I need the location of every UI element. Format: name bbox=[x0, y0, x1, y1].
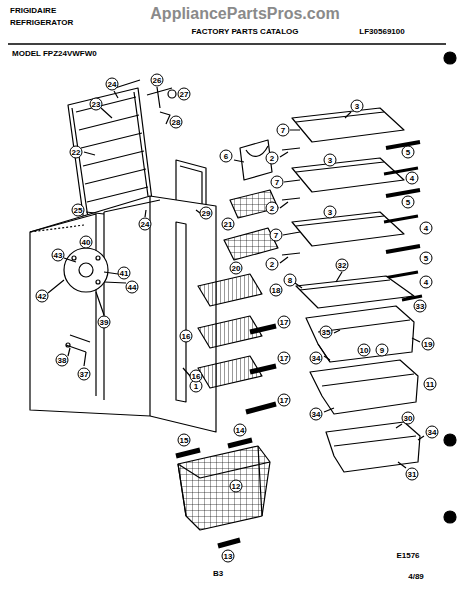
footer-note: E1576 bbox=[396, 552, 419, 560]
callout-number: 24 bbox=[106, 78, 119, 91]
callout-number: 2 bbox=[266, 152, 279, 165]
callout-number: 25 bbox=[72, 204, 85, 217]
callout-number: 22 bbox=[70, 146, 83, 159]
callout-number: 5 bbox=[402, 146, 415, 159]
callout-number: 14 bbox=[234, 424, 247, 437]
header-text: REFRIGERATOR bbox=[10, 19, 73, 27]
callout-number: 2 bbox=[266, 202, 279, 215]
callout-number: 9 bbox=[376, 344, 389, 357]
callout-number: 3 bbox=[324, 206, 337, 219]
callout-number: 23 bbox=[90, 98, 103, 111]
callout-number: 35 bbox=[320, 326, 333, 339]
callout-number: 7 bbox=[271, 176, 284, 189]
callout-number: 4 bbox=[420, 276, 433, 289]
footer-note: B3 bbox=[213, 570, 223, 578]
callout-number: 43 bbox=[52, 249, 65, 262]
callout-number: 10 bbox=[358, 344, 371, 357]
callout-number: 31 bbox=[406, 468, 419, 481]
callout-number: 39 bbox=[98, 316, 111, 329]
callout-number: 19 bbox=[422, 338, 435, 351]
callout-number: 42 bbox=[36, 290, 49, 303]
footer-note: 4/89 bbox=[408, 573, 424, 581]
callout-number: 5 bbox=[420, 252, 433, 265]
callout-number: 12 bbox=[230, 480, 243, 493]
callout-number: 4 bbox=[420, 222, 433, 235]
callout-number: 28 bbox=[170, 116, 183, 129]
callout-number: 7 bbox=[277, 124, 290, 137]
callout-number: 27 bbox=[178, 88, 191, 101]
watermark: AppliancePartsPros.com bbox=[150, 6, 339, 22]
callout-number: 33 bbox=[414, 300, 427, 313]
callout-number: 8 bbox=[284, 274, 297, 287]
callout-number: 17 bbox=[278, 394, 291, 407]
callout-number: 32 bbox=[336, 259, 349, 272]
callout-number: 21 bbox=[222, 218, 235, 231]
callout-number: 34 bbox=[426, 426, 439, 439]
callout-number: 17 bbox=[278, 352, 291, 365]
callout-number: 41 bbox=[118, 267, 131, 280]
callout-number: 5 bbox=[402, 196, 415, 209]
callout-number: 26 bbox=[151, 74, 164, 87]
callout-number: 15 bbox=[178, 434, 191, 447]
callout-number: 38 bbox=[56, 354, 69, 367]
callout-number: 20 bbox=[230, 262, 243, 275]
callout-number: 29 bbox=[200, 207, 213, 220]
callout-number: 3 bbox=[324, 154, 337, 167]
header-text: MODEL FPZ24VWFW0 bbox=[12, 50, 97, 58]
callout-number: 34 bbox=[310, 352, 323, 365]
callout-number: 3 bbox=[351, 100, 364, 113]
callout-number: 16 bbox=[190, 370, 203, 383]
callout-number: 44 bbox=[126, 281, 139, 294]
callout-number: 4 bbox=[406, 172, 419, 185]
callout-number: 37 bbox=[78, 368, 91, 381]
callout-number: 17 bbox=[278, 316, 291, 329]
header-text: LF30569100 bbox=[359, 28, 404, 36]
header-text: FACTORY PARTS CATALOG bbox=[192, 28, 299, 36]
callout-number: 18 bbox=[270, 284, 283, 297]
callout-number: 13 bbox=[222, 550, 235, 563]
callout-number: 2 bbox=[266, 258, 279, 271]
callout-number: 6 bbox=[220, 150, 233, 163]
callout-number: 16 bbox=[180, 330, 193, 343]
callout-number: 7 bbox=[270, 229, 283, 242]
callout-number: 34 bbox=[310, 408, 323, 421]
callout-number: 40 bbox=[80, 236, 93, 249]
header-text: FRIGIDAIRE bbox=[10, 7, 56, 15]
callout-number: 24 bbox=[139, 218, 152, 231]
callout-number: 11 bbox=[424, 378, 437, 391]
callout-number: 30 bbox=[402, 412, 415, 425]
